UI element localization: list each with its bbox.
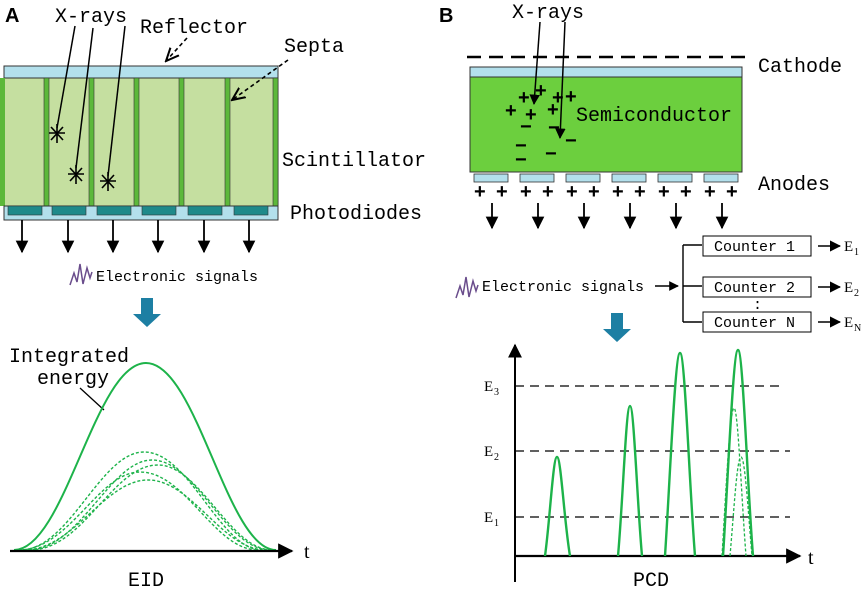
counter-2-energy: E [844,280,853,296]
threshold-labels: E 3 E 2 E 1 [484,379,499,529]
panel-b-xrays-label: X-rays [512,2,584,25]
svg-text:+: + [518,87,530,109]
semiconductor-label: Semiconductor [576,105,732,128]
threshold-e1-sub: 1 [494,518,499,529]
svg-text:+: + [680,181,692,203]
septa-pointer [232,59,289,100]
positive-charges: + + + + + + + [505,80,577,126]
svg-text:−: − [545,143,557,165]
negative-charges: − − − − − − [515,116,577,171]
photodiodes-label: Photodiodes [290,203,422,226]
svg-text:+: + [704,181,716,203]
threshold-e2-sub: 2 [494,452,499,463]
counter-n: Counter N E N [702,311,861,334]
reflector-layer [3,65,279,79]
svg-text:−: − [548,117,560,139]
eid-axis-label: t [304,541,310,563]
panel-b-xray-arrow-1 [529,21,541,106]
counter-1-energy: E [844,239,853,255]
reflector-pointer [166,37,188,61]
counter-1-label: Counter 1 [714,239,795,256]
counter-n-label: Counter N [714,315,795,332]
pcd-caption: PCD [633,570,669,593]
pcd-axis-label: t [808,547,814,569]
panel-a-signals-label: Electronic signals [96,269,258,286]
svg-text:+: + [612,181,624,203]
panel-b-xray-arrow-2 [555,21,566,140]
svg-text:+: + [505,100,517,122]
interaction-stars [49,124,116,191]
pileup-pulses [721,407,753,557]
eid-caption: EID [128,570,164,593]
svg-text:+: + [552,87,564,109]
scintillator-label: Scintillator [282,150,426,173]
svg-text:+: + [566,181,578,203]
photodiodes [7,205,269,216]
svg-text:−: − [515,135,527,157]
svg-text:−: − [515,149,527,171]
svg-text:+: + [520,181,532,203]
individual-pulse-curves [17,451,273,551]
svg-text:+: + [525,104,537,126]
panel-b-top-layer [469,66,743,78]
threshold-e2: E [484,444,493,460]
svg-text:+: + [547,99,559,121]
svg-text:−: − [520,116,532,138]
panel-a-xray-arrows [56,25,126,177]
threshold-e3: E [484,379,493,395]
svg-text:+: + [474,181,486,203]
svg-text:+: + [496,181,508,203]
threshold-lines [515,385,790,518]
panel-a-letter: A [5,5,19,27]
integrated-label-line2: energy [37,368,109,391]
svg-text:+: + [634,181,646,203]
svg-text:+: + [726,181,738,203]
anodes [473,173,739,183]
septa-label: Septa [284,36,344,59]
anodes-label: Anodes [758,174,830,197]
semiconductor-block [469,76,743,173]
counter-dots: : [753,297,762,314]
counter-2-energy-sub: 2 [854,288,859,299]
panel-b-signal-icon [455,276,479,299]
reflector-label: Reflector [140,17,248,40]
svg-text:−: − [565,130,577,152]
threshold-e3-sub: 3 [494,387,499,398]
integrated-energy-curve [13,361,277,551]
svg-text:+: + [658,181,670,203]
svg-text:+: + [535,80,547,102]
panel-a-down-arrow [133,298,161,327]
counter-1: Counter 1 E 1 [702,235,859,258]
counter-1-energy-sub: 1 [854,247,859,258]
counter-n-energy: E [844,315,853,331]
photon-pulses [543,348,755,557]
threshold-e1: E [484,510,493,526]
counter-2: Counter 2 E 2 [702,276,859,299]
panel-b-letter: B [439,5,453,27]
svg-text:+: + [588,181,600,203]
panel-a-signal-icon [69,263,93,286]
panel-b-signals-label: Electronic signals [482,279,644,296]
integrated-label-line1: Integrated [9,346,129,369]
cathode-label: Cathode [758,56,842,79]
panel-a-xrays-label: X-rays [55,6,127,29]
panel-b-output-arrows [485,203,729,230]
panel-b-down-arrow [603,313,631,342]
integrated-pointer [79,387,105,411]
counter-2-label: Counter 2 [714,280,795,297]
svg-text:+: + [542,181,554,203]
anode-plus-signs: + + + + + + + + + + + + [474,181,738,203]
panel-a-output-arrows [15,220,256,254]
counter-n-energy-sub: N [854,323,861,334]
svg-text:+: + [565,86,577,108]
